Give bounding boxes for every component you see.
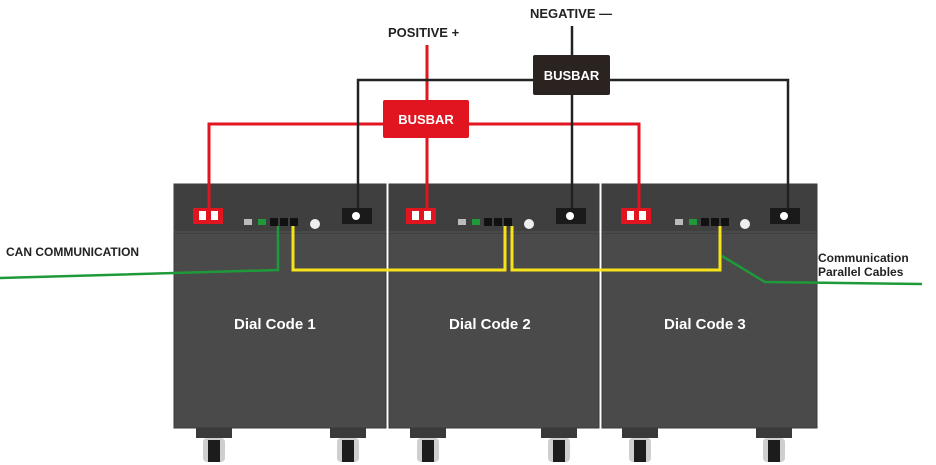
- dial-code-2-label: Dial Code 2: [449, 316, 531, 333]
- negative-label: NEGATIVE —: [530, 6, 613, 21]
- busbar-positive: BUSBAR: [383, 100, 469, 138]
- positive-wires: [207, 45, 641, 210]
- cabinet-wheels: [196, 428, 792, 462]
- comm-parallel-label-line1: Communication: [818, 251, 909, 265]
- battery-cabinet-2: [388, 183, 600, 429]
- terminals: [193, 208, 800, 224]
- dial-code-3-label: Dial Code 3: [664, 316, 746, 333]
- can-communication-label: CAN COMMUNICATION: [6, 245, 140, 259]
- busbar-negative: BUSBAR: [533, 55, 610, 95]
- can-communication-cable: [0, 226, 280, 280]
- communication-parallel-cables: [291, 226, 722, 272]
- positive-label: POSITIVE +: [388, 25, 460, 40]
- parallel-cables-pointer: [721, 254, 923, 286]
- busbar-negative-label: BUSBAR: [543, 67, 600, 83]
- control-panels: [244, 218, 750, 229]
- dial-code-1-label: Dial Code 1: [234, 316, 316, 333]
- comm-parallel-label-line2: Parallel Cables: [818, 265, 904, 279]
- negative-wires: [356, 26, 790, 212]
- busbar-positive-label: BUSBAR: [398, 111, 454, 127]
